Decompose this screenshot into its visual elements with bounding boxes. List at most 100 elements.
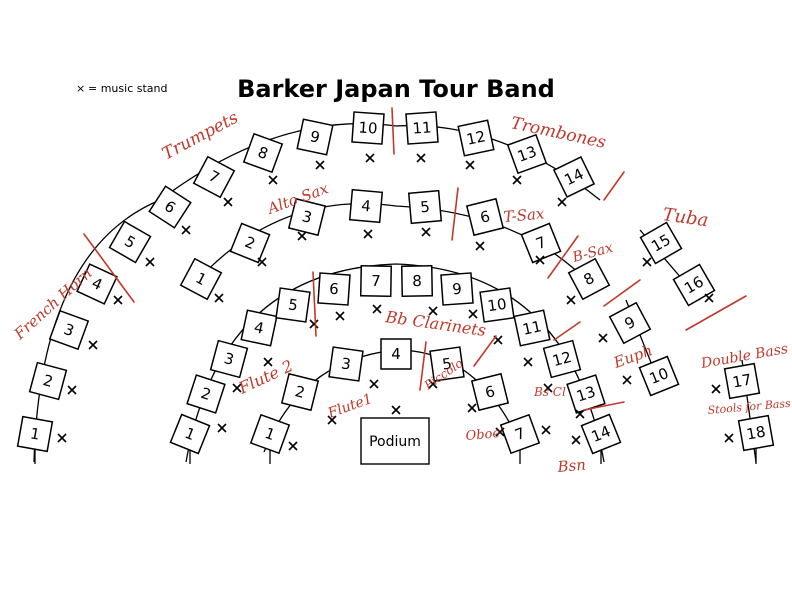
seat-number: 11	[412, 118, 432, 137]
seat-number: 6	[483, 382, 497, 402]
music-stand-icon	[297, 231, 307, 241]
seat: 7	[192, 155, 236, 199]
seat-number: 14	[589, 422, 613, 446]
note-t-sax: T-Sax	[503, 204, 546, 226]
seat-number: 4	[391, 345, 401, 363]
seat: 8	[242, 132, 284, 174]
seat: 2	[280, 372, 320, 412]
music-stand-icon	[557, 197, 567, 207]
seat: 2	[186, 374, 226, 414]
music-stand-icon	[88, 340, 98, 350]
music-stand-icon	[315, 160, 325, 170]
seat: 15	[639, 221, 683, 265]
seat: 9	[440, 272, 474, 306]
seat-number: 18	[745, 422, 767, 443]
seat: 7	[499, 413, 541, 455]
music-stand-icon	[566, 295, 576, 305]
music-stand-icon	[232, 383, 242, 393]
seat-number: 9	[452, 280, 463, 299]
seat: 18	[737, 414, 775, 452]
seat: 11	[513, 309, 551, 347]
music-stand-icon	[309, 319, 319, 329]
music-stand-icon	[335, 311, 345, 321]
seat: 6	[317, 272, 351, 306]
seat: 13	[506, 133, 548, 175]
music-stand-icon	[416, 153, 426, 163]
music-stand-icon	[257, 257, 267, 267]
seat-number: 10	[358, 118, 378, 137]
music-stand-icon	[475, 241, 485, 251]
seat: 4	[380, 338, 412, 370]
seat-number: 10	[647, 364, 671, 388]
legend-symbol: ×	[76, 82, 85, 95]
seat: 2	[28, 361, 68, 401]
legend: × = music stand	[76, 82, 167, 95]
seat: 14	[580, 413, 622, 455]
note-oboe: Oboe	[465, 426, 501, 444]
music-stand-icon	[642, 257, 652, 267]
music-stand-icon	[217, 423, 227, 433]
seat-number: 3	[300, 207, 314, 227]
music-stand-icon	[575, 409, 585, 419]
note-bsn: Bsn	[556, 456, 587, 476]
seat: 4	[76, 263, 118, 305]
seat: 5	[407, 189, 443, 225]
seat: 6	[148, 185, 192, 229]
seat: 14	[552, 155, 596, 199]
seat: 12	[542, 339, 582, 379]
music-stand-icon	[704, 293, 714, 303]
music-stand-icon	[369, 379, 379, 389]
seat: 9	[296, 118, 334, 156]
divider-horn	[83, 233, 135, 303]
seat: 6	[465, 197, 505, 237]
music-stand-icon	[428, 379, 438, 389]
divider-tuba-bass	[685, 295, 747, 331]
music-stand-icon	[598, 333, 608, 343]
music-stand-icon	[468, 309, 478, 319]
seat: 7	[359, 264, 393, 298]
seat: 13	[566, 374, 606, 414]
music-stand-icon	[465, 160, 475, 170]
seat-number: 10	[486, 295, 507, 315]
seat-number: 4	[360, 197, 371, 216]
seat: 8	[400, 264, 434, 298]
music-stand-icon	[724, 433, 734, 443]
music-stand-icon	[363, 229, 373, 239]
music-stand-icon	[541, 425, 551, 435]
seat: 9	[608, 301, 652, 345]
music-stand-icon	[288, 441, 298, 451]
music-stand-icon	[263, 357, 273, 367]
music-stand-icon	[622, 375, 632, 385]
music-stand-icon	[327, 415, 337, 425]
music-stand-icon	[421, 227, 431, 237]
seat-number: 3	[222, 349, 236, 369]
divider-flute-picc	[419, 341, 427, 391]
music-stand-icon	[523, 357, 533, 367]
seat: 10	[479, 287, 515, 323]
row-arcs	[33, 123, 757, 464]
seat-number: 5	[419, 198, 430, 217]
seat-number: 2	[293, 382, 307, 402]
music-stand-icon	[145, 257, 155, 267]
seat-number: 6	[478, 207, 492, 227]
seat-number: 8	[412, 272, 422, 290]
music-stand-icon	[223, 197, 233, 207]
seat-number: 12	[550, 348, 573, 370]
divider-bsax-euph	[603, 279, 641, 307]
music-stands	[57, 153, 734, 451]
seat: 11	[405, 111, 439, 145]
seat-number: 17	[731, 370, 753, 391]
seat: 1	[16, 415, 54, 453]
music-stand-icon	[543, 383, 553, 393]
divider-trumpet-trombone	[391, 107, 395, 155]
seat: 10	[351, 111, 385, 145]
seat: 17	[723, 362, 761, 400]
seat: 3	[287, 197, 327, 237]
music-stand-icon	[535, 255, 545, 265]
music-stand-icon	[268, 175, 278, 185]
divider-clar-bscl	[553, 321, 581, 341]
note-bs-cl: Bs Cl	[533, 385, 566, 399]
music-stand-icon	[512, 175, 522, 185]
music-stand-icon	[181, 225, 191, 235]
seat-number: 12	[465, 127, 487, 149]
